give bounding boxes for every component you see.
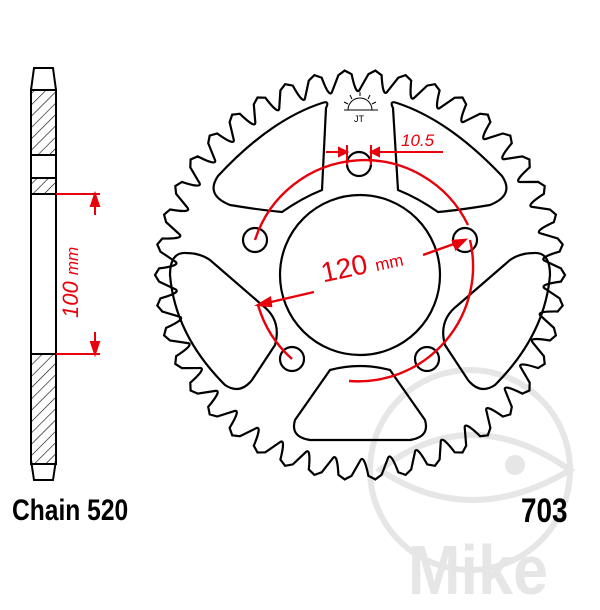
hub-bore	[278, 193, 442, 357]
sprocket-front-view	[153, 69, 567, 481]
jt-logo-icon: JT	[343, 92, 378, 124]
pcd-unit: mm	[373, 250, 406, 276]
watermark-text: Mike	[408, 531, 549, 609]
bolt-hole-dimension-label: 10.5	[401, 131, 435, 150]
part-number-label: 703	[521, 492, 568, 530]
hub-bore-unit: mm	[63, 246, 82, 276]
bolt-hole-dimension-10.5	[326, 145, 443, 165]
hub-dimension-100mm	[56, 190, 101, 358]
watermark-logo	[367, 367, 576, 573]
hub-bore-dimension-label: 100 mm	[58, 247, 84, 318]
chain-size-label: Chain 520	[12, 494, 129, 527]
svg-text:JT: JT	[354, 114, 365, 124]
pcd-dimension-120mm	[253, 158, 475, 383]
hub-bore-value: 100	[58, 281, 83, 318]
side-view	[30, 67, 57, 481]
